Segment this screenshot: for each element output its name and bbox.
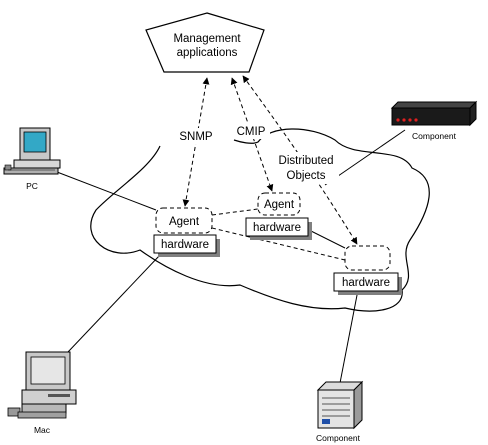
cmip-label: CMIP (237, 126, 266, 138)
distributed-objects-arrow (242, 75, 358, 245)
pc-connection (56, 171, 157, 211)
component-bottom-label: Component (316, 433, 361, 443)
mac-connection (67, 254, 161, 353)
agent-node-3: hardware (333, 245, 402, 295)
management-line2: applications (177, 47, 238, 59)
component-bottom-icon (316, 380, 364, 430)
hardware-3-label: hardware (342, 277, 390, 289)
snmp-label: SNMP (179, 131, 213, 143)
management-line1: Management (173, 33, 241, 45)
agent-1-label: Agent (169, 216, 200, 228)
agent-2-label: Agent (264, 199, 295, 211)
pc-computer-icon (3, 127, 61, 175)
agent-node-1: Agent hardware (153, 207, 220, 257)
mac-label: Mac (34, 425, 51, 435)
component-top-icon (390, 100, 478, 127)
distributed-label-1: Distributed (279, 155, 334, 167)
component-top-label: Component (412, 131, 457, 141)
component-bottom-connection (339, 289, 359, 384)
management-applications-node (145, 12, 265, 73)
pc-label: PC (26, 181, 38, 191)
agent-link-2 (211, 227, 346, 261)
hardware-1-label: hardware (161, 239, 209, 251)
distributed-label-2: Objects (287, 170, 326, 182)
hardware-2-label: hardware (253, 222, 301, 234)
agent-link-1 (211, 208, 259, 216)
mac-computer-icon (7, 351, 77, 419)
agent-node-2: Agent hardware (245, 192, 312, 240)
